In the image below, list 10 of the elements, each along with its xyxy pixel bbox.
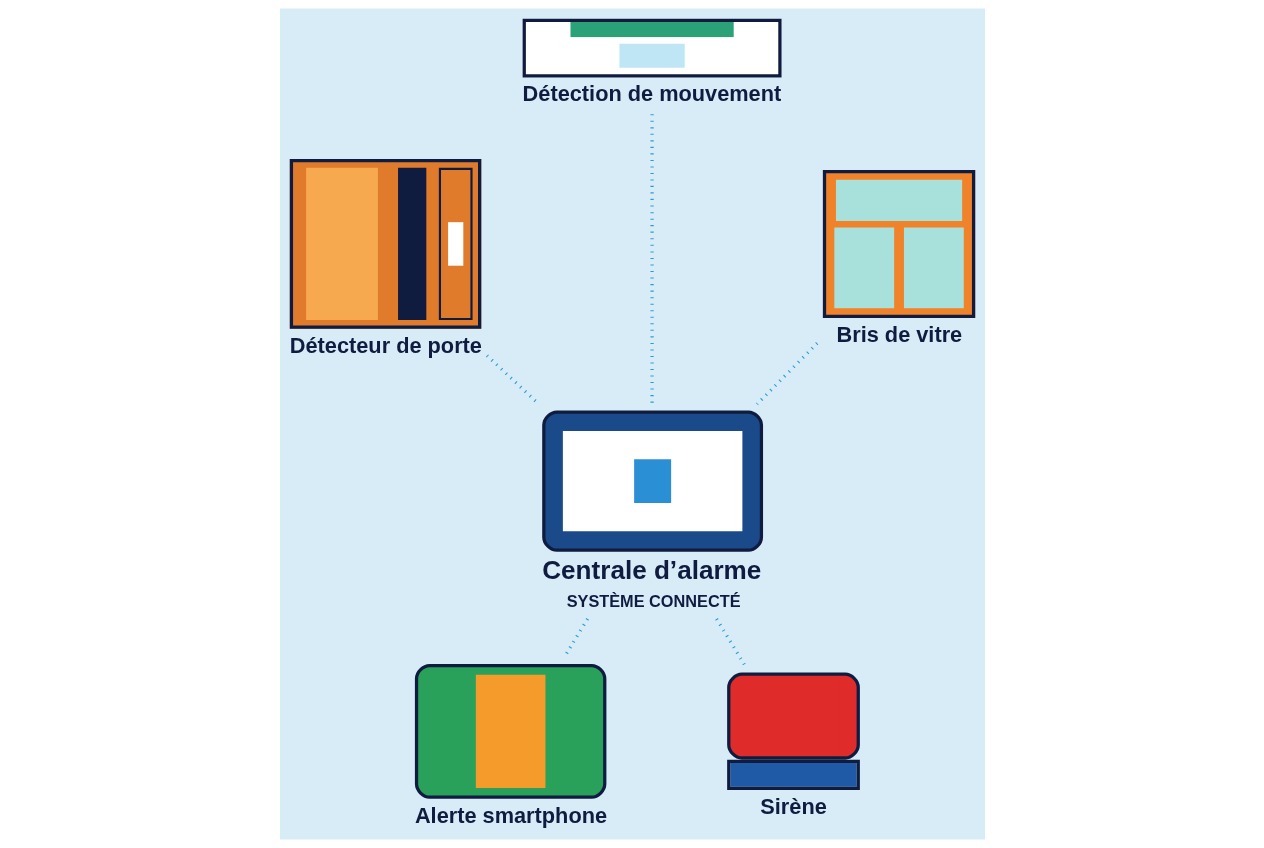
connector	[755, 342, 818, 406]
node-label: Détection de mouvement	[522, 81, 781, 107]
node-label: Alerte smartphone	[414, 802, 607, 828]
node-label: Centrale d’alarme	[541, 555, 761, 586]
node-label: SYSTÈME CONNECTÉ	[566, 592, 741, 611]
node-label: Détecteur de porte	[289, 332, 482, 358]
node-label: Sirène	[759, 794, 827, 820]
node-label: Bris de vitre	[835, 321, 962, 347]
connector	[714, 618, 747, 668]
connector	[649, 114, 654, 405]
